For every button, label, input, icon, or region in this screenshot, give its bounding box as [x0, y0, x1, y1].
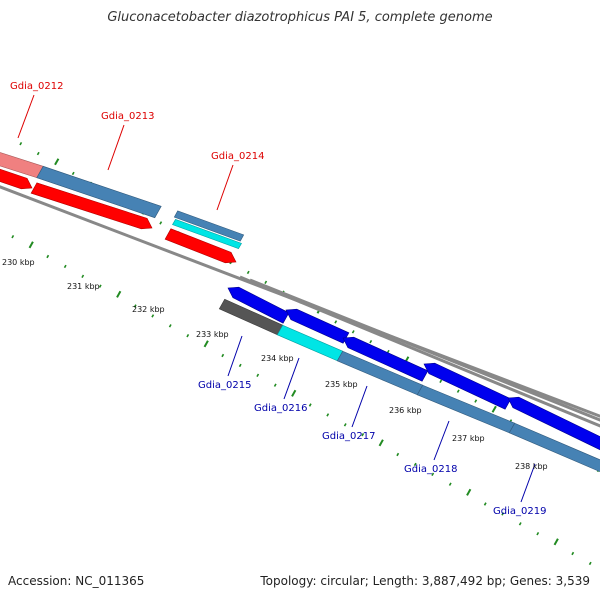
inner-tick: [326, 413, 330, 417]
leader-line: [351, 385, 368, 428]
scale-labels: 230 kbp 231 kbp 232 kbp 233 kbp 234 kbp 235 k…: [2, 258, 548, 471]
inner-tick: [588, 561, 592, 566]
outer-tick: [334, 320, 338, 324]
inner-tick: [308, 403, 312, 407]
scale-label: 236 kbp: [389, 406, 422, 415]
gene-label-gdia-0215: Gdia_0215: [198, 380, 251, 391]
leader-line: [520, 463, 536, 503]
inner-tick: [28, 241, 34, 249]
outer-tick: [71, 171, 75, 176]
inner-tick: [483, 502, 487, 506]
scale-label: 232 kbp: [132, 305, 165, 314]
inner-tick: [98, 284, 102, 288]
gene-label-gdia-0218: Gdia_0218: [404, 464, 457, 475]
gene-labels: Gdia_0212Gdia_0213Gdia_0214Gdia_0215Gdia…: [10, 81, 546, 517]
gdia-0218-cds-track: [416, 384, 516, 434]
gdia-0212-gene: [0, 168, 33, 190]
outer-tick: [36, 151, 40, 156]
scale-label: 233 kbp: [196, 330, 229, 339]
gene-label-gdia-0214: Gdia_0214: [211, 151, 264, 162]
inner-tick: [273, 383, 277, 387]
inner-tick: [63, 264, 67, 269]
inner-tick: [116, 290, 122, 298]
leader-line: [283, 357, 300, 400]
scale-label: 238 kbp: [515, 462, 548, 471]
leader-line: [107, 124, 125, 171]
accession-label: Accession: NC_011365: [8, 574, 145, 588]
gdia-0214-cds-track: [173, 210, 245, 242]
inner-tick: [81, 274, 85, 278]
inner-tick: [238, 363, 242, 368]
outer-tick: [369, 339, 373, 344]
inner-tick: [396, 452, 400, 457]
gene-label-gdia-0216: Gdia_0216: [254, 403, 307, 414]
gene-label-gdia-0213: Gdia_0213: [101, 111, 154, 122]
inner-tick: [291, 389, 297, 397]
gdia-0218-gene: [423, 362, 512, 410]
leader-line: [433, 420, 450, 461]
inner-tick: [553, 538, 559, 546]
inner-tick: [501, 512, 505, 516]
inner-tick: [571, 551, 575, 556]
outer-tick: [439, 379, 443, 383]
gene-tracks: [0, 152, 600, 472]
scale-label: 230 kbp: [2, 258, 35, 267]
gdia-0214-gene: [164, 228, 237, 264]
genome-summary: Topology: circular; Length: 3,887,492 bp…: [260, 574, 590, 588]
inner-tick: [256, 373, 260, 377]
gdia-0219-cds-track: [508, 422, 600, 472]
inner-tick: [413, 462, 417, 467]
scale-label: 237 kbp: [452, 434, 485, 443]
outer-tick: [351, 330, 355, 334]
outer-tick: [264, 280, 268, 284]
map-title: Gluconacetobacter diazotrophicus PAI 5, …: [107, 10, 493, 25]
outer-tick: [246, 270, 250, 275]
leader-line: [216, 164, 234, 211]
inner-tick: [168, 324, 172, 328]
gdia-0215-gene: [227, 286, 290, 324]
inner-tick: [378, 439, 384, 447]
inner-tick: [11, 234, 15, 239]
leader-line: [17, 94, 35, 139]
leader-line: [227, 335, 243, 377]
inner-tick: [448, 482, 452, 486]
gdia-0213-gene: [30, 182, 153, 230]
gdia-0213-cds-track: [36, 165, 162, 219]
gdia-0217-gene: [342, 336, 429, 382]
inner-tick: [431, 472, 435, 476]
gdia-0219-gene: [507, 396, 600, 451]
inner-tick: [518, 522, 522, 526]
scale-label: 231 kbp: [67, 282, 100, 291]
inner-tick: [46, 254, 50, 259]
scale-label: 234 kbp: [261, 354, 294, 363]
outer-tick: [54, 158, 60, 166]
inner-tick: [186, 333, 190, 338]
inner-tick: [466, 488, 472, 496]
gene-label-gdia-0217: Gdia_0217: [322, 431, 375, 442]
outer-tick: [474, 399, 478, 403]
inner-tick: [536, 531, 540, 536]
backbone-line-inner-2: [239, 275, 600, 428]
inner-tick: [151, 314, 155, 318]
scale-label: 235 kbp: [325, 380, 358, 389]
gene-label-gdia-0219: Gdia_0219: [493, 506, 546, 517]
gene-label-gdia-0212: Gdia_0212: [10, 81, 63, 92]
inner-tick: [221, 353, 225, 358]
inner-tick: [203, 340, 209, 348]
outer-tick: [159, 221, 163, 225]
gdia-0214-cyan-track: [172, 219, 242, 249]
outer-tick: [19, 141, 23, 146]
inner-tick: [361, 432, 365, 437]
outer-tick: [491, 405, 497, 413]
outer-tick: [456, 389, 460, 393]
inner-tick: [343, 423, 347, 427]
backbone-line-outer: [249, 278, 600, 422]
inner-tick: [133, 304, 137, 308]
label-leaders: [17, 94, 536, 503]
